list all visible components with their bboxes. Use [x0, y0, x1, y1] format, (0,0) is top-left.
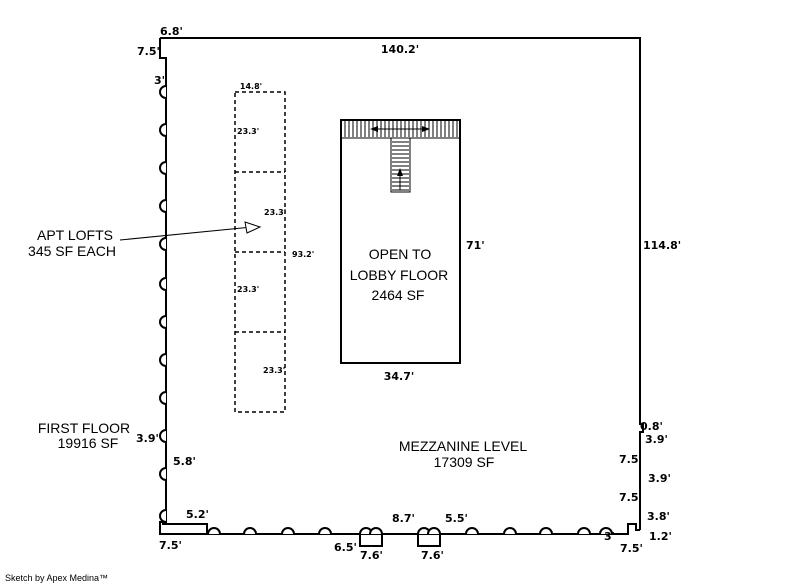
dim-right-g: 1.2': [649, 530, 672, 543]
dim-left-b: 5.8': [173, 455, 196, 468]
first-floor-label: FIRST FLOOR: [38, 420, 130, 436]
bottom-wall-notch: [599, 527, 613, 535]
left-wall-notch: [159, 237, 167, 251]
dim-right-b: 3.9': [645, 433, 668, 446]
dim-right-h: 7.5': [620, 542, 643, 555]
bottom-wall-notch: [243, 527, 257, 535]
first-floor-sf-label: 19916 SF: [58, 435, 119, 451]
bottom-wall-notch: [577, 527, 591, 535]
left-wall-notch: [159, 161, 167, 175]
dim-right-i: 3': [604, 530, 615, 543]
left-wall-notch: [159, 467, 167, 481]
dim-bottom-b: 6.5': [334, 541, 357, 554]
bottom-wall-notch: [369, 527, 383, 535]
mezzanine-label: MEZZANINE LEVEL: [399, 438, 528, 454]
dim-bottom-f: 5.5': [445, 512, 468, 525]
arrow-right-icon: [422, 126, 430, 132]
mezzanine-sf-label: 17309 SF: [434, 454, 495, 470]
dim-right: 114.8': [643, 239, 681, 252]
apt-lofts-pointer: [119, 226, 253, 241]
left-wall-notches: [159, 85, 167, 523]
lobby-floor-label: LOBBY FLOOR: [350, 267, 449, 283]
bottom-wall-notch: [503, 527, 517, 535]
dim-left-top: 7.5': [137, 45, 160, 58]
dim-top: 140.2': [381, 43, 419, 56]
dim-loft-width: 14.8': [240, 82, 262, 91]
dim-left-notch: 3': [154, 74, 165, 87]
bottom-wall-notch: [281, 527, 295, 535]
dim-right-a: 0.8': [640, 420, 663, 433]
apt-lofts-sf-label: 345 SF EACH: [28, 243, 116, 259]
left-wall-notch: [159, 353, 167, 367]
bottom-wall-notch: [427, 527, 441, 535]
dim-right-c: 7.5': [619, 453, 642, 466]
open-to-label: OPEN TO: [369, 246, 432, 262]
dim-loft-3: 23.3': [237, 285, 259, 294]
dim-right-d: 3.9': [648, 472, 671, 485]
open-to-lobby-area: [340, 119, 461, 364]
dim-loft-1: 23.3': [237, 127, 259, 136]
arrow-left-icon: [370, 126, 378, 132]
left-wall-notch: [159, 391, 167, 405]
dim-top-left-corner: 6.8': [160, 25, 183, 38]
stair-arrow-icon: [397, 168, 403, 176]
bottom-wall-notch: [318, 527, 332, 535]
dim-left-a: 3.9': [136, 432, 159, 445]
dim-bottom-e: 7.6': [421, 549, 444, 562]
bottom-wall-notch: [207, 527, 221, 535]
left-wall-notch: [159, 509, 167, 523]
dim-right-e: 7.5': [619, 491, 642, 504]
dim-right-f: 3.8': [647, 510, 670, 523]
left-wall-notch: [159, 315, 167, 329]
left-wall-notch: [159, 199, 167, 213]
bottom-wall-notch: [465, 527, 479, 535]
left-wall-notch: [159, 123, 167, 137]
dim-open-height: 71': [466, 239, 485, 252]
bottom-wall-notches: [207, 527, 613, 535]
dim-bottom-c: 7.6': [360, 549, 383, 562]
dim-loft-total: 93.2': [292, 250, 314, 259]
left-wall-notch: [159, 277, 167, 291]
apt-lofts-area: [234, 91, 286, 413]
sketch-credit: Sketch by Apex Medina™: [5, 573, 109, 583]
bottom-wall-notch: [539, 527, 553, 535]
left-wall-notch: [159, 85, 167, 99]
pointer-arrow-icon: [244, 221, 262, 234]
lobby-sf-label: 2464 SF: [372, 287, 425, 303]
dim-bottom-left: 7.5': [159, 539, 182, 552]
dim-open-width: 34.7': [384, 370, 415, 383]
apt-lofts-label: APT LOFTS: [37, 227, 113, 243]
dim-loft-2: 23.3': [264, 208, 286, 217]
dim-loft-4: 23.3': [263, 366, 285, 375]
left-wall-notch: [159, 429, 167, 443]
dim-bottom-d: 8.7': [392, 512, 415, 525]
dim-bottom-a: 5.2': [186, 508, 209, 521]
